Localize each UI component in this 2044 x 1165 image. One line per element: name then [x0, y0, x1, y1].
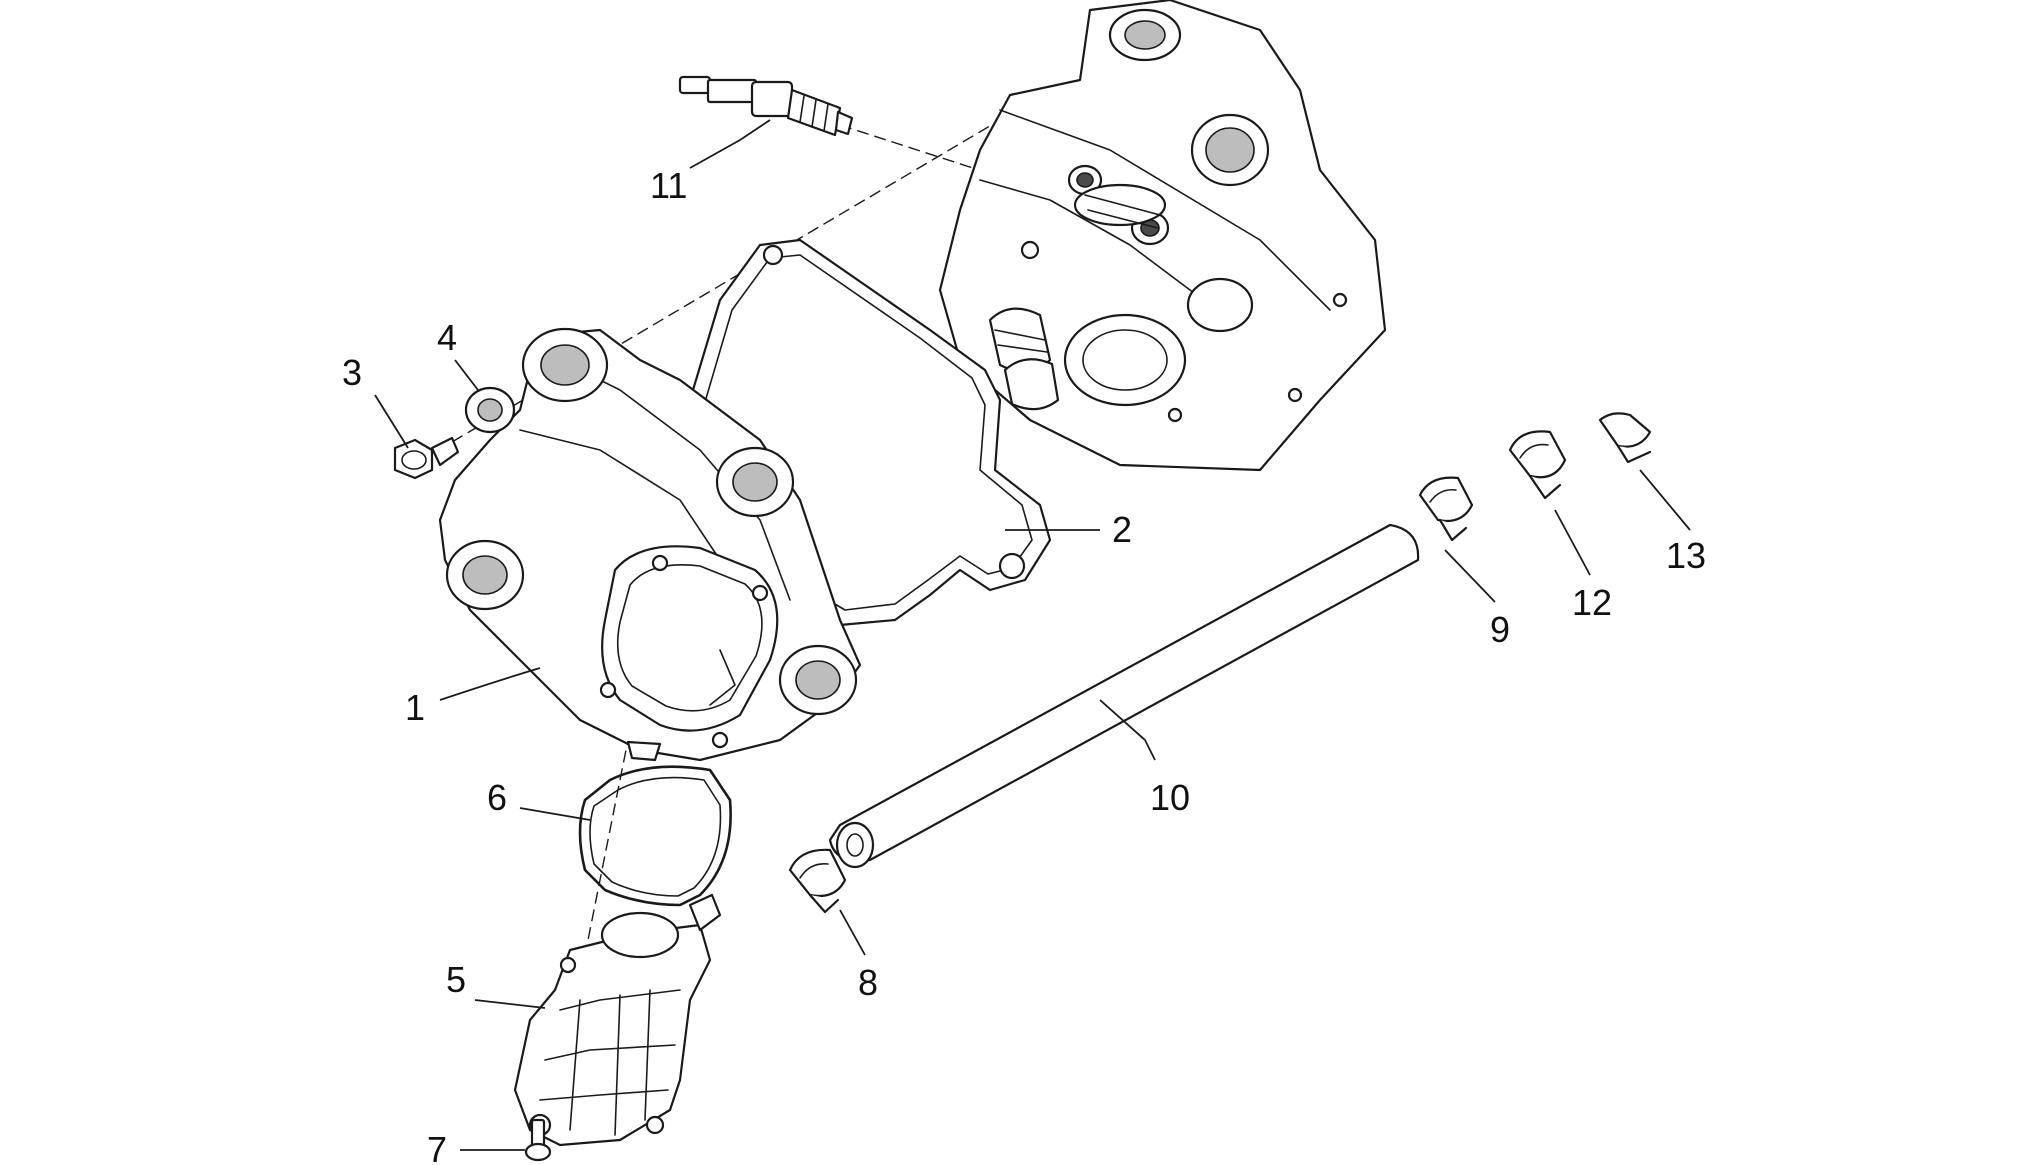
callout-9: 9 — [1490, 609, 1510, 650]
spark-plug-part — [678, 75, 854, 137]
callout-6: 6 — [487, 777, 507, 818]
callout-2: 2 — [1112, 509, 1132, 550]
valve-cover-part — [438, 327, 862, 762]
breather-housing-part — [513, 893, 722, 1147]
callout-5: 5 — [446, 959, 466, 1000]
grommet-washer-part — [464, 386, 516, 434]
leader-lines — [374, 119, 1691, 1151]
cylinder-head-part — [938, 0, 1387, 472]
screw-part — [524, 1118, 552, 1162]
callout-4: 4 — [437, 317, 457, 358]
callout-10: 10 — [1150, 777, 1190, 818]
callout-8: 8 — [858, 962, 878, 1003]
hose-clamp-8 — [788, 848, 847, 914]
hose-clamp-9 — [1418, 476, 1474, 542]
breather-gasket-part — [578, 765, 732, 907]
callout-7: 7 — [427, 1129, 447, 1165]
callout-1: 1 — [405, 687, 425, 728]
callout-13: 13 — [1666, 535, 1706, 576]
breather-hose-part — [828, 523, 1420, 869]
cover-mount-bosses — [445, 327, 858, 716]
hose-clamp-12 — [1508, 430, 1567, 500]
callout-labels: 1 2 3 4 5 6 7 8 9 10 11 12 13 — [342, 165, 1706, 1165]
bolt-part — [393, 436, 460, 480]
callout-11: 11 — [650, 165, 687, 206]
hose-clamp-13 — [1598, 412, 1652, 464]
callout-3: 3 — [342, 352, 362, 393]
valve-springs — [988, 164, 1170, 411]
callout-12: 12 — [1572, 582, 1612, 623]
